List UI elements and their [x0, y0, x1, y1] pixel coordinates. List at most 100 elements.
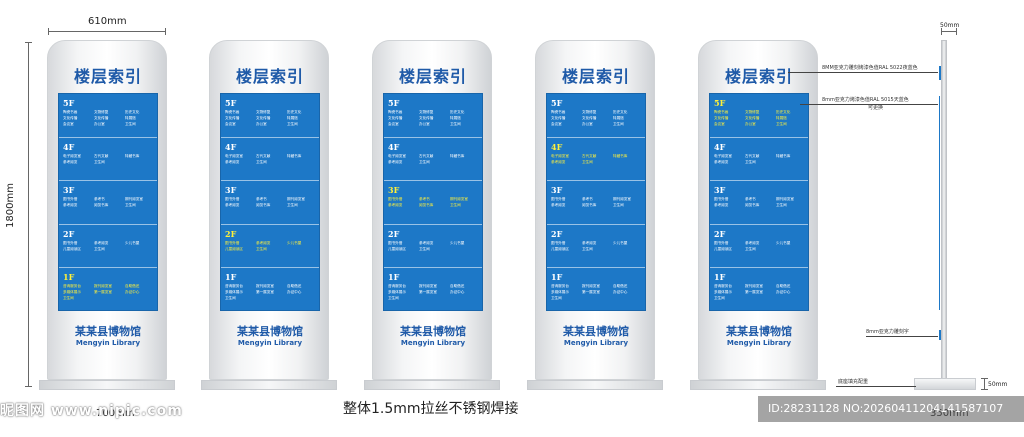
floor-item: 特展馆	[125, 116, 136, 120]
floor-item: 多媒体展示	[63, 290, 81, 295]
floor-item: 卫生间	[613, 203, 624, 208]
floor-item-list: 图书外借参考书期刊阅览室参考阅览阅览书库卫生间	[225, 197, 315, 208]
floor-item: 特藏书库	[613, 153, 628, 158]
floor-item-list: 陶瓷书画文物修复历史文化文化传播文化传播特展馆会议室办公室卫生间	[225, 110, 315, 127]
floor-item: 第一展览室	[582, 290, 600, 295]
width-dimension-line	[48, 28, 166, 35]
floor-item: 卫生间	[776, 203, 787, 208]
floor-item-list: 电子阅览室古代文献特藏书库参考阅览卫生间	[551, 154, 641, 165]
floor-item: 特展馆	[450, 116, 461, 120]
floor-item: 陶瓷书画	[551, 110, 566, 114]
panel-note-replaceable: 可更换	[868, 105, 884, 111]
floor-item: 会议室	[714, 122, 725, 126]
pillar-base	[39, 380, 175, 390]
floor-item: 图书外借	[714, 197, 729, 202]
floor-item: 历史文化	[776, 110, 791, 114]
floor-number: 1F	[63, 272, 75, 283]
base-note-leader	[836, 386, 916, 387]
floor-number: 1F	[551, 272, 563, 283]
floor-item: 多媒体展示	[551, 290, 569, 295]
floor-number: 4F	[714, 141, 726, 152]
side-view-pillar	[941, 40, 947, 380]
base-note: 底座填充配重	[838, 379, 869, 385]
side-view-base	[914, 378, 976, 390]
floor-item: 历史文化	[125, 110, 140, 114]
pillar-title: 楼层索引	[398, 67, 467, 86]
floor-item: 自助借还	[450, 284, 465, 289]
floor-number: 3F	[714, 185, 726, 196]
floor-item: 历史文化	[613, 110, 628, 114]
floor-item: 少儿书屋	[613, 240, 628, 245]
floor-item: 文化传播	[94, 116, 109, 120]
floor-item: 文化传播	[388, 116, 403, 120]
floor-item: 历史文化	[450, 110, 465, 114]
pillar-base	[690, 380, 826, 390]
floor-number: 3F	[63, 185, 75, 196]
floor-item: 卫生间	[450, 203, 461, 208]
floor-item: 第一展览室	[94, 290, 112, 295]
floor-item: 阅览书库	[582, 203, 597, 208]
floor-item: 阅览书库	[419, 203, 434, 208]
floor-number: 4F	[63, 141, 75, 152]
floor-item: 期刊阅览室	[450, 197, 468, 202]
name-note: 8mm亚克力雕刻字	[866, 329, 909, 335]
floor-item: 自助借还	[613, 284, 628, 289]
floor-item-list: 电子阅览室古代文献特藏书库参考阅览卫生间	[225, 154, 315, 165]
floor-item: 文物修复	[582, 110, 597, 114]
floor-number: 5F	[388, 98, 400, 108]
museum-name: 某某县博物馆	[237, 325, 303, 338]
museum-name-english: Mengyin Library	[75, 339, 141, 347]
floor-item: 儿童阅读区	[714, 246, 732, 251]
floor-item: 文化传播	[419, 116, 434, 120]
floor-item: 办证中心	[125, 290, 140, 295]
floor-item: 特藏书库	[450, 153, 465, 158]
side-bottom-dimension-label: 50mm	[988, 381, 1008, 388]
floor-item: 卫生间	[256, 159, 267, 164]
floor-item: 卫生间	[745, 159, 756, 164]
floor-item-list: 图书外借参考阅览少儿书屋儿童阅读区卫生间	[714, 241, 804, 252]
floor-item: 办公室	[419, 122, 430, 126]
museum-name-english: Mengyin Library	[726, 339, 792, 347]
floor-item: 卫生间	[94, 159, 105, 164]
floor-item: 参考书	[256, 197, 267, 202]
floor-number: 2F	[388, 228, 400, 239]
floor-item: 文物修复	[94, 110, 109, 114]
floor-item: 期刊阅览室	[125, 197, 143, 202]
floor-item-list: 咨询服务台报刊阅览室自助借还多媒体展示第一展览室办证中心卫生间	[551, 284, 641, 301]
floor-item: 卫生间	[287, 122, 298, 126]
floor-item: 自助借还	[287, 284, 302, 289]
floor-item: 会议室	[225, 122, 236, 126]
floor-item: 特展馆	[287, 116, 298, 120]
museum-name-english: Mengyin Library	[563, 339, 629, 347]
floor-item: 期刊阅览室	[287, 197, 305, 202]
watermark-left: 昵图网 www.nipic.com	[0, 403, 183, 419]
floor-item: 参考阅览	[63, 159, 78, 164]
floor-number: 2F	[225, 228, 237, 239]
floor-item: 参考阅览	[551, 203, 566, 208]
floor-item: 卫生间	[125, 122, 136, 126]
side-name-mark	[939, 330, 941, 340]
floor-item: 文化传播	[745, 116, 760, 120]
watermark-right: ID:28231128 NO:20260411204141587107	[758, 396, 1024, 422]
floor-item: 会议室	[63, 122, 74, 126]
floor-item-list: 电子阅览室古代文献特藏书库参考阅览卫生间	[63, 154, 153, 165]
floor-item: 办公室	[256, 122, 267, 126]
floor-item: 办证中心	[450, 290, 465, 295]
title-note: 8MM亚克力雕刻烤漆色值RAL 5022夜蓝色	[822, 65, 918, 71]
floor-item: 古代文献	[745, 153, 760, 158]
floor-item-list: 图书外借参考阅览少儿书屋儿童阅读区卫生间	[551, 241, 641, 252]
